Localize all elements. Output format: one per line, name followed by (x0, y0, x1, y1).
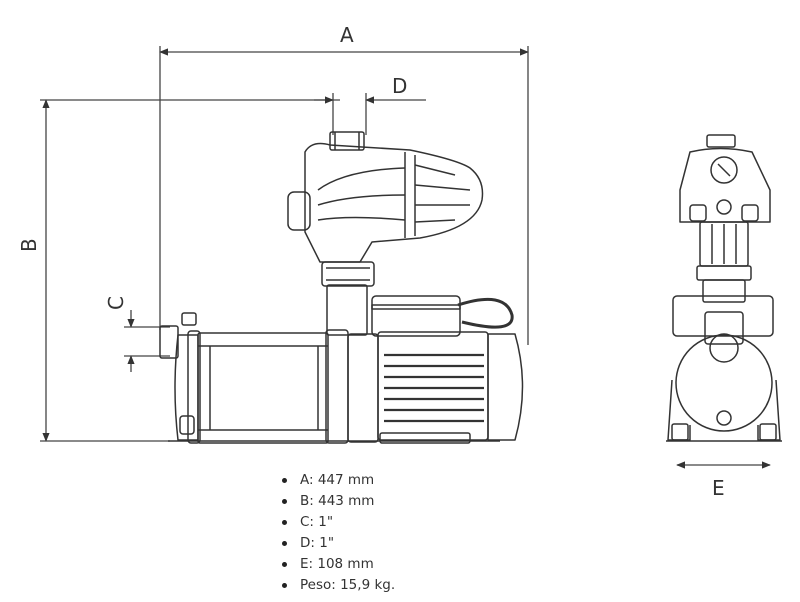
spec-item-d: D: 1" (278, 533, 395, 554)
dimension-b (40, 99, 340, 442)
dimension-e-label: E (712, 476, 725, 500)
dimension-c (124, 310, 170, 372)
spec-item-a: A: 447 mm (278, 470, 395, 491)
spec-item-b: B: 443 mm (278, 491, 395, 512)
pump-side-view (159, 131, 524, 444)
spec-item-weight: Peso: 15,9 kg. (278, 575, 395, 596)
dimension-a-label: A (340, 23, 354, 47)
dimension-a (159, 46, 529, 345)
spec-list: A: 447 mm B: 443 mm C: 1" D: 1" E: 108 m… (278, 470, 395, 596)
dimension-c-label: C (104, 296, 128, 310)
dimension-b-label: B (17, 238, 41, 252)
dimension-d-label: D (392, 74, 407, 98)
pump-front-view (666, 134, 782, 442)
spec-item-e: E: 108 mm (278, 554, 395, 575)
dimension-d (314, 93, 426, 135)
spec-item-c: C: 1" (278, 512, 395, 533)
